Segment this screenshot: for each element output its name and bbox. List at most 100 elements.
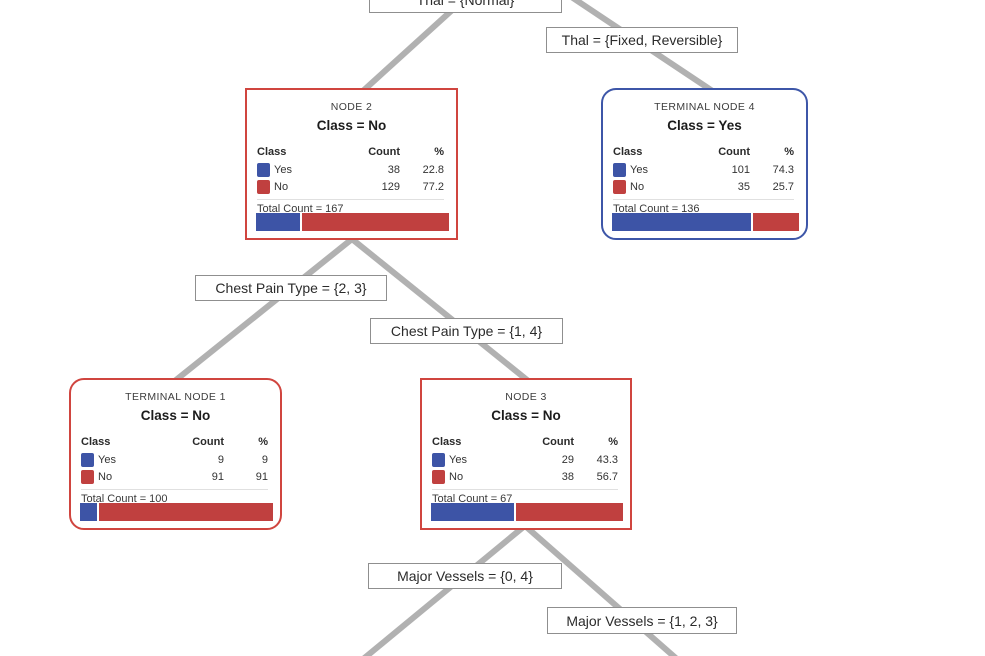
node-title: TERMINAL NODE 1	[125, 391, 226, 403]
col-header-count: Count	[368, 145, 400, 158]
total-count: Total Count = 136	[613, 199, 794, 215]
row-label: Yes	[98, 453, 116, 466]
terminal-node-4[interactable]: TERMINAL NODE 4 Class = Yes Class Count …	[601, 88, 808, 240]
edge-label-thal-normal: Thal = {Normal}	[369, 0, 562, 13]
total-count: Total Count = 100	[81, 489, 268, 505]
row-count: 9	[217, 453, 224, 466]
row-pct: 43.3	[596, 453, 618, 466]
row-pct: 74.3	[772, 163, 794, 176]
class-no-swatch-icon	[81, 469, 94, 484]
node-2[interactable]: NODE 2 Class = No Class Count % Yes 38 2…	[245, 88, 458, 240]
table-row-yes: Yes 101 74.3	[613, 161, 794, 178]
class-distribution-bar	[431, 503, 623, 521]
edge-label-thal-fixed-reversible: Thal = {Fixed, Reversible}	[546, 27, 738, 53]
table-row-no: No 38 56.7	[432, 468, 618, 485]
node-class-assignment: Class = No	[140, 408, 211, 423]
edge-label-text: Thal = {Fixed, Reversible}	[561, 32, 723, 48]
edge-label-major-vessels-1-2-3: Major Vessels = {1, 2, 3}	[547, 607, 737, 634]
table-row-yes: Yes 38 22.8	[257, 161, 444, 178]
table-header-row: Class Count %	[613, 144, 794, 159]
node-class-assignment: Class = No	[491, 408, 561, 423]
edge-line-node3-left-child	[362, 521, 529, 656]
node-title: NODE 3	[505, 391, 547, 403]
row-pct: 9	[261, 453, 268, 466]
col-header-count: Count	[542, 435, 574, 448]
edge-label-chest-pain-2-3: Chest Pain Type = {2, 3}	[195, 275, 387, 301]
col-header-pct: %	[608, 435, 618, 448]
table-row-yes: Yes 29 43.3	[432, 451, 618, 468]
row-count: 129	[381, 180, 400, 193]
row-pct: 25.7	[772, 180, 794, 193]
row-count: 38	[561, 470, 574, 483]
bar-segment-yes	[612, 213, 751, 231]
col-header-count: Count	[192, 435, 224, 448]
node-class-table: Class Count % Yes 29 43.3 No 38 56.7	[432, 434, 618, 485]
row-count: 38	[387, 163, 400, 176]
edge-label-text: Major Vessels = {0, 4}	[397, 568, 533, 584]
node-class-table: Class Count % Yes 38 22.8 No 129 77.2	[257, 144, 444, 195]
row-label: Yes	[630, 163, 648, 176]
col-header-count: Count	[718, 145, 750, 158]
edge-line-root-to-node2	[350, 0, 464, 103]
edge-label-major-vessels-0-4: Major Vessels = {0, 4}	[368, 563, 562, 589]
table-header-row: Class Count %	[432, 434, 618, 449]
terminal-node-1[interactable]: TERMINAL NODE 1 Class = No Class Count %…	[69, 378, 282, 530]
table-row-no: No 91 91	[81, 468, 268, 485]
class-no-swatch-icon	[613, 179, 626, 194]
edge-label-text: Major Vessels = {1, 2, 3}	[566, 612, 718, 629]
col-header-pct: %	[434, 145, 444, 158]
bar-segment-yes	[431, 503, 515, 521]
class-yes-swatch-icon	[257, 162, 270, 177]
bar-segment-no	[516, 503, 623, 521]
class-distribution-bar	[256, 213, 449, 231]
row-label: Yes	[274, 163, 292, 176]
row-label: Yes	[449, 453, 467, 466]
node-class-table: Class Count % Yes 9 9 No 91 91	[81, 434, 268, 485]
class-no-swatch-icon	[257, 179, 270, 194]
table-header-row: Class Count %	[81, 434, 268, 449]
table-header-row: Class Count %	[257, 144, 444, 159]
class-no-swatch-icon	[432, 469, 445, 484]
row-count: 35	[737, 180, 750, 193]
edge-label-chest-pain-1-4: Chest Pain Type = {1, 4}	[370, 318, 563, 344]
col-header-class: Class	[613, 145, 643, 158]
row-label: No	[98, 470, 113, 483]
node-title: TERMINAL NODE 4	[654, 101, 755, 113]
class-yes-swatch-icon	[81, 452, 94, 467]
edge-label-text: Chest Pain Type = {1, 4}	[390, 323, 543, 339]
node-class-assignment: Class = No	[316, 118, 387, 133]
bar-segment-no	[302, 213, 449, 231]
row-pct: 77.2	[422, 180, 444, 193]
row-count: 29	[561, 453, 574, 466]
col-header-class: Class	[81, 435, 111, 448]
col-header-class: Class	[432, 435, 462, 448]
row-label: No	[630, 180, 645, 193]
class-yes-swatch-icon	[432, 452, 445, 467]
node-class-table: Class Count % Yes 101 74.3 No 35 25.7	[613, 144, 794, 195]
node-3[interactable]: NODE 3 Class = No Class Count % Yes 29 4…	[420, 378, 632, 530]
table-row-no: No 35 25.7	[613, 178, 794, 195]
class-yes-swatch-icon	[613, 162, 626, 177]
edge-label-text: Chest Pain Type = {2, 3}	[215, 280, 367, 296]
edge-line-node3-right-child	[521, 521, 678, 656]
row-count: 101	[731, 163, 750, 176]
table-row-no: No 129 77.2	[257, 178, 444, 195]
class-distribution-bar	[612, 213, 799, 231]
bar-segment-yes	[80, 503, 98, 521]
bar-segment-yes	[256, 213, 300, 231]
node-class-assignment: Class = Yes	[667, 118, 742, 133]
col-header-class: Class	[257, 145, 287, 158]
row-pct: 56.7	[596, 470, 618, 483]
row-label: No	[449, 470, 464, 483]
bar-segment-no	[752, 213, 799, 231]
row-pct: 22.8	[422, 163, 444, 176]
edge-label-text: Thal = {Normal}	[417, 0, 515, 8]
row-label: No	[274, 180, 289, 193]
class-distribution-bar	[80, 503, 273, 521]
total-count: Total Count = 167	[257, 199, 444, 215]
col-header-pct: %	[258, 435, 268, 448]
edge-line-node2-to-terminal1	[159, 232, 359, 395]
table-row-yes: Yes 9 9	[81, 451, 268, 468]
